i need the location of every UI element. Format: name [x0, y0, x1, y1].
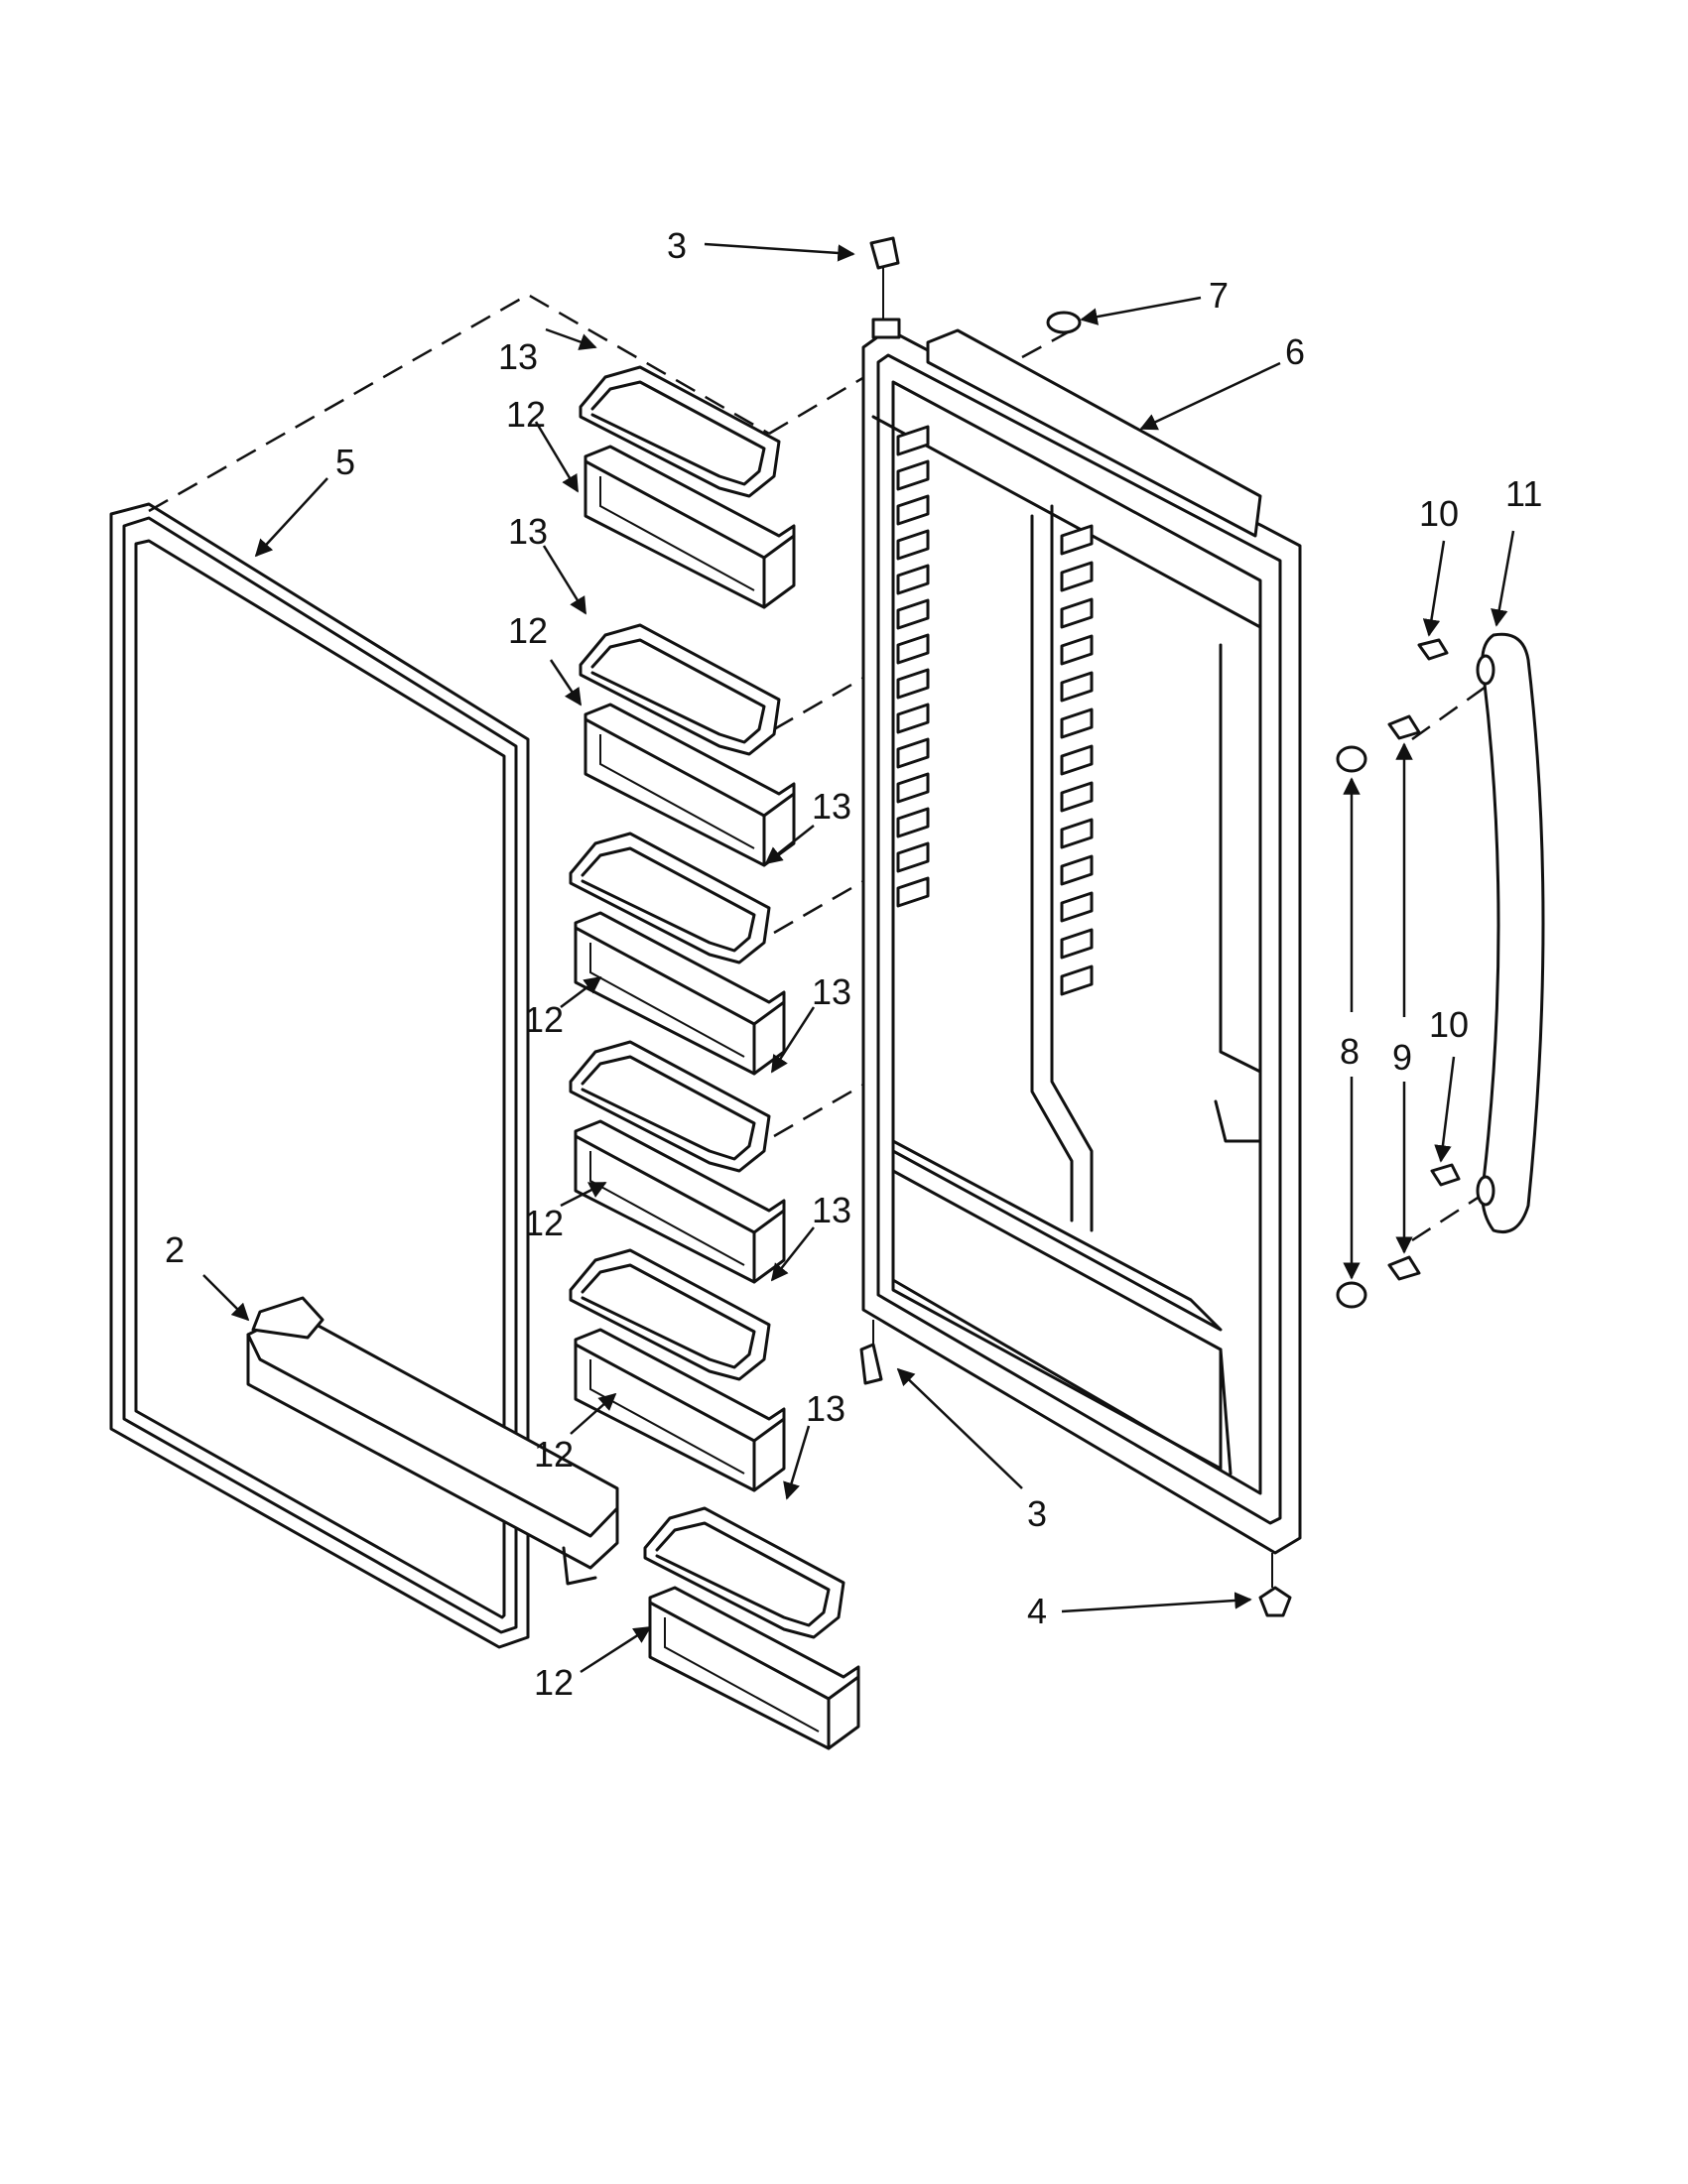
plug-cap [1046, 311, 1082, 334]
callout-3-top: 3 [667, 225, 687, 266]
callout-4: 4 [1027, 1591, 1047, 1631]
callout-13-d: 13 [812, 971, 851, 1012]
callout-6: 6 [1285, 331, 1305, 372]
callout-7: 7 [1209, 275, 1229, 316]
callout-2: 2 [165, 1229, 185, 1270]
callout-12-b: 12 [508, 610, 548, 651]
mounting-stud-lower [1387, 1255, 1421, 1281]
door-bin-4 [569, 1040, 786, 1284]
callout-leaders [202, 242, 1515, 1674]
door-bin-5 [569, 1248, 786, 1492]
callout-5: 5 [335, 442, 355, 482]
door-gasket [109, 502, 530, 1649]
callout-12-a: 12 [506, 394, 546, 435]
callout-11: 11 [1505, 473, 1542, 514]
liner-shelf-supports [896, 425, 1094, 996]
callout-3-bottom: 3 [1027, 1493, 1047, 1534]
callout-13-a: 13 [498, 336, 538, 377]
callout-labels: 3 7 6 13 12 5 13 12 13 12 13 12 13 12 13… [165, 225, 1542, 1703]
door-bin-1 [579, 365, 796, 609]
callout-9: 9 [1392, 1037, 1412, 1078]
hinge-bushing [1258, 1553, 1292, 1617]
callout-10-a: 10 [1419, 493, 1459, 534]
spacer-lower [1336, 1281, 1367, 1309]
door-bin-3 [569, 832, 786, 1076]
handle-screw-lower [1430, 1163, 1461, 1187]
handle-screw-upper [1417, 638, 1449, 661]
door-rail [246, 1296, 619, 1586]
callout-13-f: 13 [806, 1388, 845, 1429]
mounting-stud-upper [1387, 714, 1421, 740]
callout-13-b: 13 [508, 511, 548, 552]
door-bin-2 [579, 623, 796, 867]
callout-13-c: 13 [812, 786, 851, 827]
door-handle [1476, 632, 1545, 1233]
callout-12-f: 12 [534, 1662, 574, 1703]
hinge-bracket-top [869, 236, 901, 339]
callout-12-e: 12 [534, 1434, 574, 1475]
callout-12-c: 12 [524, 999, 564, 1040]
callout-12-d: 12 [524, 1203, 564, 1243]
hinge-bracket-bottom [859, 1320, 883, 1385]
door-bin-6 [643, 1506, 860, 1750]
spacer-upper [1336, 745, 1367, 773]
door-bins [569, 365, 860, 1750]
callout-8: 8 [1340, 1031, 1360, 1072]
callout-10-b: 10 [1429, 1004, 1469, 1045]
callout-13-e: 13 [812, 1190, 851, 1230]
